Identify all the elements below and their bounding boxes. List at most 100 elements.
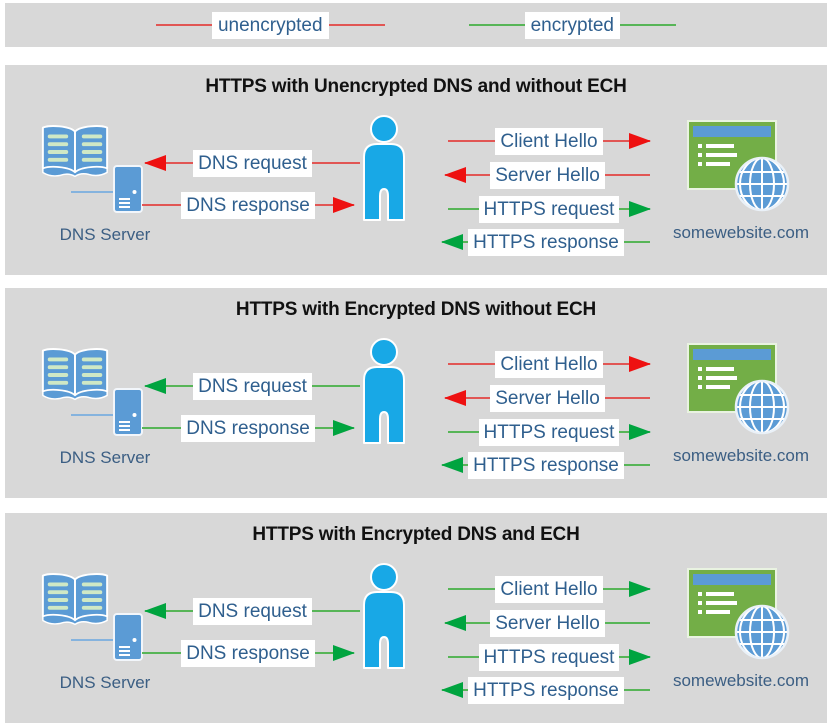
arrow-dns-request: DNS request	[144, 371, 360, 401]
arrow-label: DNS response	[181, 191, 315, 219]
legend-item-unencrypted: unencrypted	[155, 11, 385, 39]
arrowhead-icon	[441, 457, 463, 473]
list-line-icon	[698, 592, 734, 596]
arrow-https-response: HTTPS response	[441, 450, 650, 480]
arrow-label: Server Hello	[490, 609, 605, 637]
arrow-label: DNS response	[181, 639, 315, 667]
arrowhead-icon	[144, 378, 166, 394]
arrow-client-hello: Client Hello	[448, 349, 651, 379]
arrow-https-request: HTTPS request	[448, 194, 651, 224]
arrowhead-icon	[441, 234, 463, 250]
arrowhead-icon	[444, 167, 466, 183]
encrypted-line	[620, 24, 677, 26]
arrow-https-request: HTTPS request	[448, 417, 651, 447]
list-line-icon	[698, 367, 734, 371]
arrowhead-icon	[144, 155, 166, 171]
arrow-label: Client Hello	[495, 575, 603, 603]
arrow-dns-response: DNS response	[142, 638, 355, 668]
dns-server-label: DNS Server	[59, 225, 151, 244]
user-icon	[363, 563, 405, 669]
panel-title: HTTPS with Unencrypted DNS and without E…	[205, 76, 627, 97]
globe-icon	[734, 604, 790, 660]
arrowhead-icon	[629, 201, 651, 217]
legend-label-unencrypted: unencrypted	[211, 11, 329, 39]
arrowhead-icon	[441, 682, 463, 698]
scenario-panel-1: HTTPS with Unencrypted DNS and without E…	[5, 65, 827, 275]
server-tower-icon	[113, 613, 143, 661]
arrowhead-icon	[333, 197, 355, 213]
arrow-label: Server Hello	[490, 161, 605, 189]
arrowhead-icon	[629, 649, 651, 665]
arrow-label: Server Hello	[490, 384, 605, 412]
arrow-https-response: HTTPS response	[441, 675, 650, 705]
scenario-panel-2: HTTPS with Encrypted DNS without ECH DNS…	[5, 288, 827, 498]
open-book-icon	[41, 125, 109, 178]
connector-line	[71, 191, 115, 193]
arrow-label: HTTPS response	[468, 451, 624, 479]
arrow-label: HTTPS request	[478, 643, 620, 671]
dns-server-label: DNS Server	[59, 448, 151, 467]
unencrypted-line	[155, 24, 212, 26]
browser-window-icon	[687, 120, 777, 190]
user-icon	[363, 115, 405, 221]
scenario-panel-3: HTTPS with Encrypted DNS and ECH DNS Ser…	[5, 513, 827, 723]
arrow-dns-response: DNS response	[142, 413, 355, 443]
open-book-icon	[41, 348, 109, 401]
website-label: somewebsite.com	[672, 223, 810, 242]
server-tower-icon	[113, 388, 143, 436]
legend-strip: unencrypted encrypted	[5, 3, 827, 47]
arrow-client-hello: Client Hello	[448, 126, 651, 156]
arrow-label: Client Hello	[495, 127, 603, 155]
arrow-server-hello: Server Hello	[444, 383, 650, 413]
browser-titlebar	[693, 574, 771, 585]
list-line-icon	[698, 162, 730, 166]
dns-server-label: DNS Server	[59, 673, 151, 692]
legend-item-encrypted: encrypted	[468, 11, 677, 39]
server-tower-icon	[113, 165, 143, 213]
arrow-server-hello: Server Hello	[444, 608, 650, 638]
legend-label-encrypted: encrypted	[524, 11, 621, 39]
arrowhead-icon	[333, 420, 355, 436]
list-line-icon	[698, 610, 730, 614]
list-line-icon	[698, 376, 737, 380]
browser-titlebar	[693, 349, 771, 360]
arrow-label: HTTPS response	[468, 676, 624, 704]
arrow-label: DNS request	[193, 149, 312, 177]
arrow-label: HTTPS request	[478, 195, 620, 223]
arrow-label: DNS response	[181, 414, 315, 442]
panel-title: HTTPS with Encrypted DNS without ECH	[235, 299, 597, 320]
arrowhead-icon	[144, 603, 166, 619]
connector-line	[71, 639, 115, 641]
website-label: somewebsite.com	[672, 671, 810, 690]
arrowhead-icon	[629, 133, 651, 149]
list-line-icon	[698, 153, 737, 157]
arrowhead-icon	[629, 581, 651, 597]
list-line-icon	[698, 144, 734, 148]
arrow-dns-request: DNS request	[144, 148, 360, 178]
connector-line	[71, 414, 115, 416]
arrowhead-icon	[333, 645, 355, 661]
arrow-label: Client Hello	[495, 350, 603, 378]
arrow-https-request: HTTPS request	[448, 642, 651, 672]
list-line-icon	[698, 601, 737, 605]
arrow-label: HTTPS request	[478, 418, 620, 446]
arrowhead-icon	[629, 424, 651, 440]
arrow-label: DNS request	[193, 372, 312, 400]
globe-icon	[734, 156, 790, 212]
arrow-label: HTTPS response	[468, 228, 624, 256]
arrow-client-hello: Client Hello	[448, 574, 651, 604]
arrowhead-icon	[444, 390, 466, 406]
arrow-https-response: HTTPS response	[441, 227, 650, 257]
browser-titlebar	[693, 126, 771, 137]
unencrypted-line	[328, 24, 385, 26]
list-line-icon	[698, 385, 730, 389]
arrow-label: DNS request	[193, 597, 312, 625]
arrow-server-hello: Server Hello	[444, 160, 650, 190]
arrow-dns-request: DNS request	[144, 596, 360, 626]
panel-title: HTTPS with Encrypted DNS and ECH	[252, 524, 580, 545]
user-icon	[363, 338, 405, 444]
open-book-icon	[41, 573, 109, 626]
arrow-dns-response: DNS response	[142, 190, 355, 220]
globe-icon	[734, 379, 790, 435]
